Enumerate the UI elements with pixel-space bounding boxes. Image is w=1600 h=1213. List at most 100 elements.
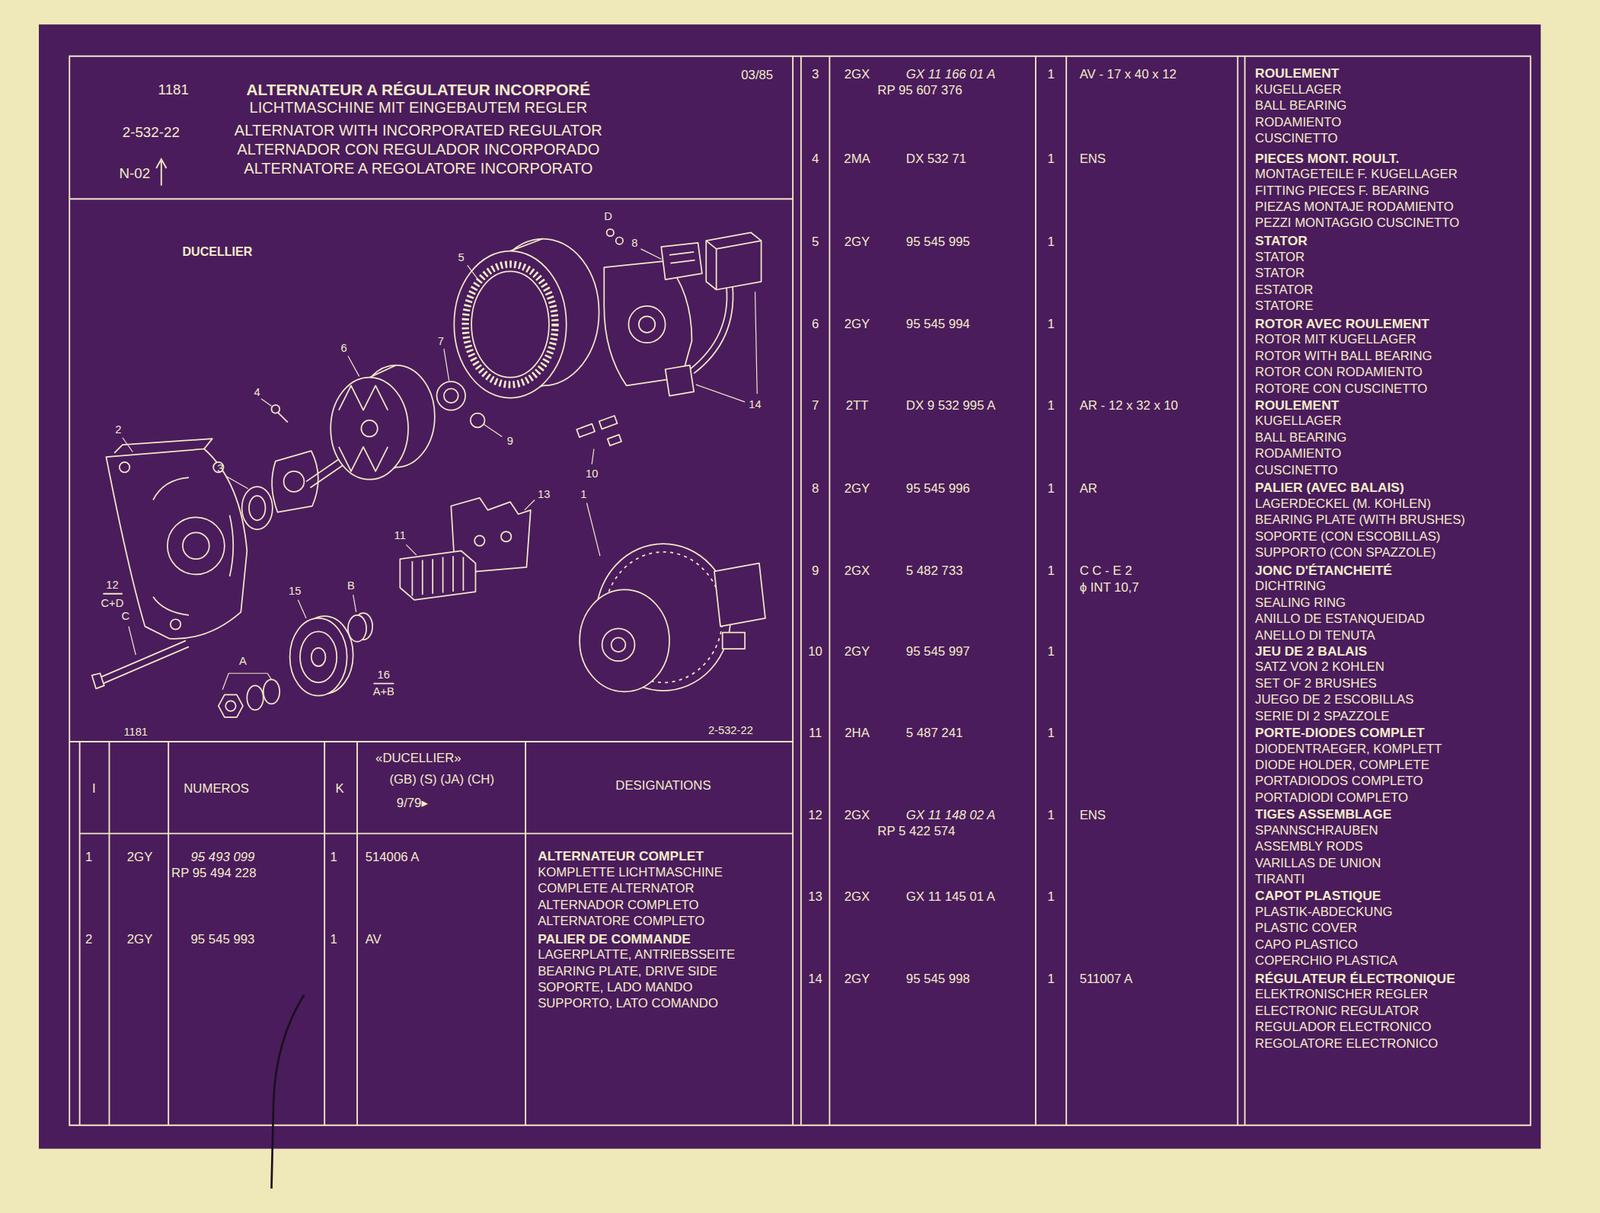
table-cell: NUMEROS <box>183 781 250 796</box>
alternator-illustration <box>474 535 485 546</box>
designation-text: SOPORTE, LADO MANDO <box>537 980 693 995</box>
designation-text: RODAMIENTO <box>1255 114 1342 130</box>
alternator-illustration <box>348 615 367 642</box>
leader-line <box>226 476 249 489</box>
table-cell: RP 5 422 574 <box>877 823 955 839</box>
table-cell: 5 482 733 <box>906 564 963 579</box>
alternator-illustration <box>638 316 655 333</box>
table-cell: 2 <box>85 932 93 947</box>
table-cell: 514006 A <box>365 849 420 865</box>
designation-text: DIODENTRAEGER, KOMPLETT <box>1255 741 1442 757</box>
alternator-illustration <box>99 640 189 684</box>
designation-text: KOMPLETTE LICHTMASCHINE <box>537 865 723 880</box>
leader-line <box>467 265 480 282</box>
designation-text: BALL BEARING <box>1255 99 1347 114</box>
table-cell: 1 <box>1047 151 1054 167</box>
callout-number: 13 <box>537 487 550 501</box>
alternator-illustration <box>669 252 695 264</box>
alternator-illustration <box>92 673 105 689</box>
designation-text: JUEGO DE 2 ESCOBILLAS <box>1255 693 1414 708</box>
designation-text: SUPPORTO, LATO COMANDO <box>537 996 719 1012</box>
table-frame <box>69 56 1531 1126</box>
designation-text: CUSCINETTO <box>1255 131 1338 147</box>
header-text: LICHTMASCHINE MIT EINGEBAUTEM REGLER <box>249 99 588 117</box>
alternator-illustration <box>611 637 626 652</box>
designation-heading: ALTERNATEUR COMPLET <box>537 848 704 864</box>
alternator-illustration <box>284 471 305 492</box>
table-cell: 1 <box>85 849 93 865</box>
leader-line <box>261 399 272 406</box>
alternator-illustration <box>399 550 476 600</box>
leader-line <box>122 437 133 453</box>
table-cell: 95 545 998 <box>906 972 971 987</box>
designation-text: STATOR <box>1255 249 1305 265</box>
designation-text: ROTOR MIT KUGELLAGER <box>1255 332 1416 348</box>
alternator-illustration <box>602 628 636 662</box>
table-cell: 2GY <box>127 932 154 947</box>
alternator-illustration <box>338 385 388 472</box>
designation-text: ALTERNADOR COMPLETO <box>537 897 699 913</box>
table-cell: 2GY <box>844 645 871 660</box>
table-cell: 95 545 997 <box>906 645 971 660</box>
designation-text: PORTADIODOS COMPLETO <box>1255 774 1423 789</box>
table-cell: 95 493 099 <box>191 849 256 865</box>
header-code: 2-532-22 <box>122 124 180 141</box>
table-cell: 1 <box>1047 726 1054 741</box>
designation-text: PEZZI MONTAGGIO CUSCINETTO <box>1255 216 1460 231</box>
table-cell: K <box>335 781 345 796</box>
designation-text: REGOLATORE ELECTRONICO <box>1255 1036 1438 1051</box>
callout-number: 8 <box>631 236 638 250</box>
designation-text: ANILLO DE ESTANQUEIDAD <box>1255 612 1425 627</box>
designation-text: ROTOR CON RODAMIENTO <box>1255 364 1423 380</box>
table-cell: DX 9 532 995 A <box>906 399 996 414</box>
designation-text: REGULADOR ELECTRONICO <box>1255 1020 1432 1035</box>
table-frame <box>829 56 1245 1126</box>
table-cell: RP 95 494 228 <box>171 865 256 881</box>
alternator-illustration <box>714 563 766 627</box>
designation-heading: ROULEMENT <box>1255 65 1339 81</box>
alternator-illustration <box>277 411 288 422</box>
table-cell: 2GX <box>844 564 871 579</box>
alternator-illustration <box>119 462 130 473</box>
leader-line <box>443 348 450 381</box>
designation-text: ROTORE CON CUSCINETTO <box>1255 381 1428 397</box>
table-cell: AR <box>1079 481 1098 496</box>
table-cell: 95 545 995 <box>906 234 971 250</box>
table-cell: 2GY <box>844 481 871 496</box>
table-cell: 2MA <box>843 151 870 167</box>
alternator-illustration <box>92 229 766 718</box>
alternator-illustration <box>616 236 623 244</box>
designation-text: ASSEMBLY RODS <box>1255 839 1364 855</box>
leader-line <box>696 384 745 403</box>
designation-heading: JONC D'ÉTANCHEITÉ <box>1255 562 1393 579</box>
table-cell: 3 <box>811 67 819 82</box>
alternator-illustration <box>665 365 695 397</box>
table-cell: 2TT <box>846 399 869 414</box>
alternator-illustration <box>470 413 486 428</box>
table-cell: 1 <box>329 849 337 865</box>
header-text: ALTERNATORE A REGOLATORE INCORPORATO <box>243 160 593 179</box>
table-cell: AV - 17 x 40 x 12 <box>1079 67 1177 82</box>
leader-line <box>405 544 416 555</box>
leader-line <box>348 356 360 377</box>
designation-text: COPERCHIO PLASTICA <box>1255 954 1398 969</box>
table-cell: 95 545 996 <box>906 481 971 496</box>
leader-line <box>591 449 595 465</box>
table-cell: 11 <box>808 726 822 741</box>
table-cell: GX 11 166 01 A <box>906 67 996 82</box>
table-frame <box>156 159 167 186</box>
table-frame <box>69 740 793 743</box>
alternator-illustration <box>599 415 618 429</box>
designation-text: VARILLAS DE UNION <box>1255 855 1381 871</box>
designation-text: LAGERPLATTE, ANTRIEBSSEITE <box>537 948 735 963</box>
callout-number: 10 <box>585 466 598 480</box>
callout-number: A+B <box>373 685 395 699</box>
table-cell: 1 <box>1047 889 1054 904</box>
table-cell: 6 <box>811 316 819 332</box>
table-cell: 2GX <box>844 889 871 904</box>
designation-heading: TIGES ASSEMBLAGE <box>1255 806 1392 822</box>
table-cell: 03/85 <box>740 68 773 84</box>
table-cell: 12 <box>807 807 823 823</box>
alternator-illustration <box>443 388 459 403</box>
table-cell: RP 95 607 376 <box>877 83 962 99</box>
